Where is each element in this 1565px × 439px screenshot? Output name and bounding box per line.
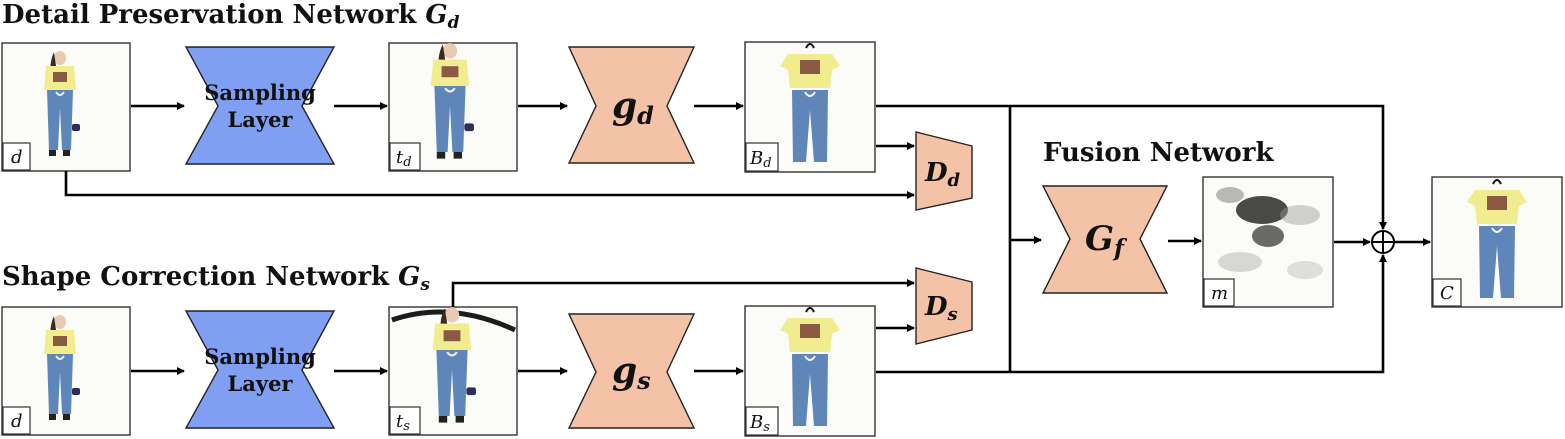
svg-text:Layer: Layer: [228, 371, 294, 396]
tag-d-bottom: d: [11, 411, 23, 432]
sampling-layer-top: Sampling Layer: [184, 46, 336, 165]
svg-text:Ds: Ds: [924, 292, 958, 325]
generator-gs: gs: [567, 313, 696, 429]
tag-ts: ts: [396, 411, 410, 434]
sampling-layer-bottom: Sampling Layer: [184, 310, 336, 429]
image-Bd: Bd: [744, 41, 876, 173]
image-td: td: [388, 41, 518, 172]
svg-text:Gf: Gf: [1085, 219, 1128, 262]
tag-Bs: Bs: [749, 412, 770, 435]
image-output-C: C: [1431, 176, 1563, 308]
generator-gd: gd: [567, 46, 696, 164]
flow-lines: [64, 102, 1431, 375]
discriminator-Ds: Ds: [915, 267, 973, 345]
tag-Bd: Bd: [749, 148, 772, 171]
image-Bs: Bs: [744, 305, 876, 437]
image-d-top: d: [1, 42, 131, 172]
fusion-network-title: Fusion Network: [1043, 138, 1274, 168]
shape-network-title: Shape Correction Network Gs: [2, 262, 430, 295]
tag-C: C: [1440, 283, 1454, 304]
discriminator-Dd: Dd: [915, 131, 973, 211]
svg-text:Sampling: Sampling: [204, 80, 316, 105]
svg-text:Layer: Layer: [228, 107, 294, 132]
svg-text:gs: gs: [612, 350, 651, 395]
generator-Gf: Gf: [1041, 185, 1169, 294]
svg-text:gd: gd: [612, 85, 654, 130]
tag-td: td: [396, 147, 412, 170]
svg-text:Sampling: Sampling: [204, 344, 316, 369]
sum-operator: [1371, 230, 1395, 254]
image-mask-m: m: [1202, 176, 1334, 308]
svg-text:Dd: Dd: [924, 158, 961, 191]
detail-network-title: Detail Preservation Network Gd: [2, 0, 460, 33]
image-d-bottom: d: [1, 306, 131, 436]
tag-m: m: [1211, 283, 1228, 304]
tag-d-top: d: [11, 147, 23, 168]
image-ts: ts: [388, 305, 518, 436]
